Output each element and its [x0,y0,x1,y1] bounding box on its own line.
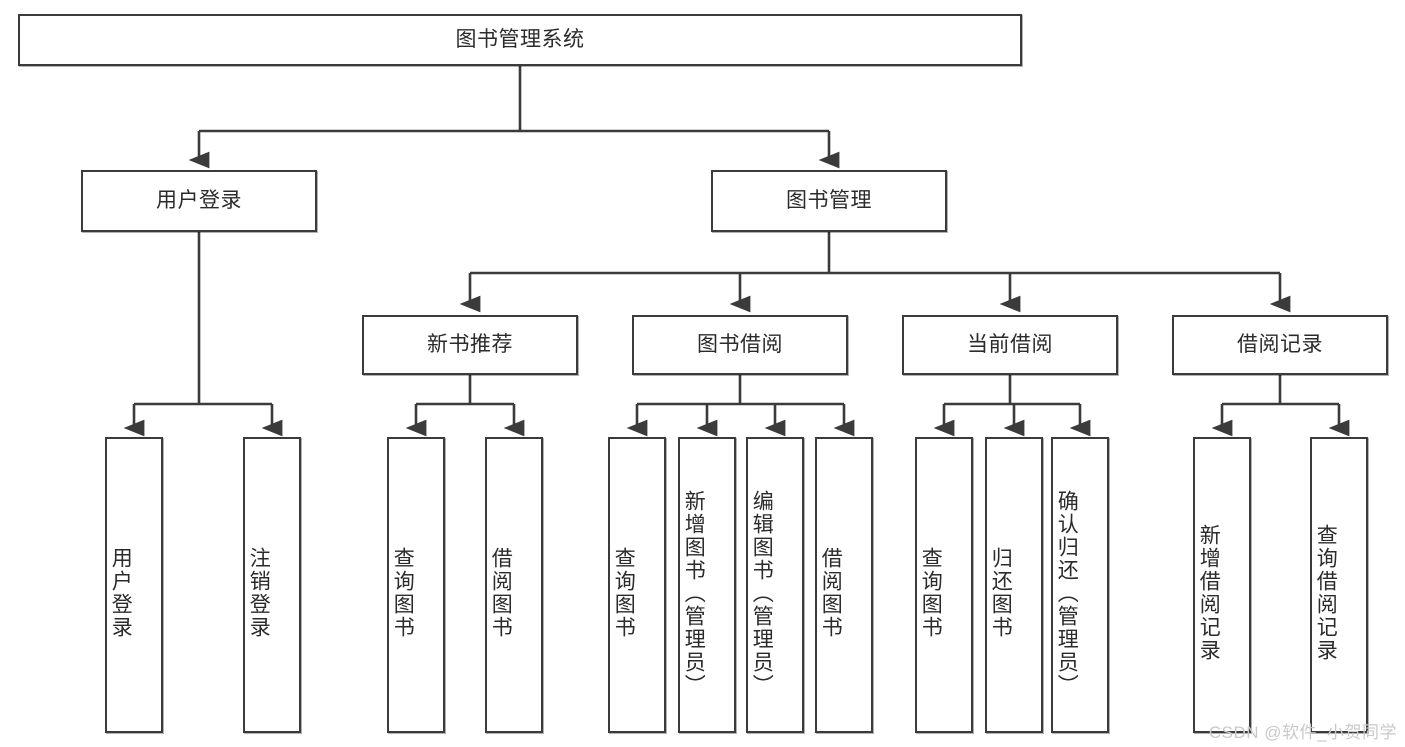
node-book-borrow[interactable]: 图书借阅 [632,315,848,375]
node-book-borrow-label: 图书借阅 [697,332,783,356]
node-leaf-borrow-record-add[interactable]: 新增借阅记录 [1193,437,1251,733]
node-leaf-book-borrow-query[interactable]: 查询图书 [608,437,666,733]
node-user-login[interactable]: 用户登录 [81,170,317,232]
node-root[interactable]: 图书管理系统 [18,14,1022,66]
node-new-book-recommend-label: 新书推荐 [427,332,513,356]
node-leaf-label: 查询图书 [391,547,415,639]
node-leaf-borrow-record-query[interactable]: 查询借阅记录 [1310,437,1368,733]
node-leaf-label: 确认归还（管理员） [1055,489,1079,697]
node-leaf-label: 用户登录 [109,547,133,639]
node-book-management-label: 图书管理 [786,188,872,212]
node-leaf-label: 归还图书 [989,547,1013,639]
node-leaf-book-borrow-edit[interactable]: 编辑图书（管理员） [746,437,804,733]
node-leaf-current-borrow-query[interactable]: 查询图书 [915,437,973,733]
node-leaf-current-borrow-return[interactable]: 归还图书 [985,437,1043,733]
node-leaf-label: 查询借阅记录 [1314,524,1338,662]
node-leaf-user-login-login[interactable]: 用户登录 [105,437,163,733]
node-leaf-label: 编辑图书（管理员） [750,489,774,697]
node-leaf-label: 新增图书（管理员） [682,489,706,697]
node-leaf-label: 借阅图书 [819,547,843,639]
watermark: CSDN @软件_小贺同学 [1208,723,1397,742]
node-borrow-record-label: 借阅记录 [1237,332,1323,356]
node-leaf-user-login-logout[interactable]: 注销登录 [243,437,301,733]
node-leaf-label: 查询图书 [612,547,636,639]
node-leaf-current-borrow-confirm[interactable]: 确认归还（管理员） [1051,437,1109,733]
node-leaf-book-borrow-borrow[interactable]: 借阅图书 [815,437,873,733]
node-leaf-new-book-borrow[interactable]: 借阅图书 [485,437,543,733]
node-user-login-label: 用户登录 [156,188,242,212]
node-leaf-new-book-query[interactable]: 查询图书 [387,437,445,733]
node-book-management[interactable]: 图书管理 [711,170,947,232]
node-leaf-book-borrow-add[interactable]: 新增图书（管理员） [678,437,736,733]
node-root-label: 图书管理系统 [455,27,585,51]
node-current-borrow[interactable]: 当前借阅 [902,315,1118,375]
node-current-borrow-label: 当前借阅 [967,332,1053,356]
node-new-book-recommend[interactable]: 新书推荐 [362,315,578,375]
node-leaf-label: 注销登录 [247,547,271,639]
node-leaf-label: 查询图书 [919,547,943,639]
node-leaf-label: 借阅图书 [489,547,513,639]
node-leaf-label: 新增借阅记录 [1197,524,1221,662]
node-borrow-record[interactable]: 借阅记录 [1172,315,1388,375]
